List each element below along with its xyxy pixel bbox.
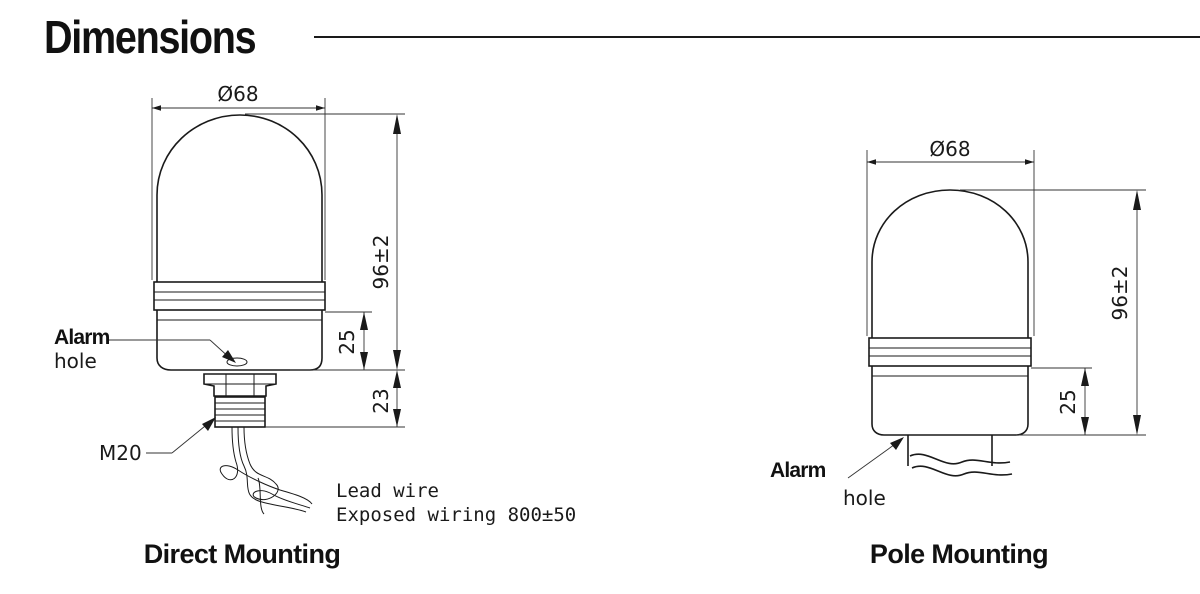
page-title: Dimensions	[44, 11, 257, 63]
direct-height-thread-label: 23	[369, 388, 393, 413]
direct-height-base-label: 25	[335, 329, 359, 354]
pole-height-total-label: 96±2	[1108, 266, 1132, 321]
pole-alarm-label: Alarm	[770, 459, 826, 482]
direct-exposed-wiring-label: Exposed wiring 800±50	[336, 504, 576, 526]
direct-mounting-view: Ø68 96±2 25 23 Alarm hole M20 Lead wire …	[54, 82, 576, 569]
pole-ring-band	[868, 337, 1032, 367]
direct-thread	[214, 396, 266, 428]
pole-hole-label: hole	[843, 486, 886, 510]
direct-alarm-label: Alarm	[54, 326, 110, 349]
direct-diameter-label: Ø68	[217, 82, 258, 106]
pole-break-line	[909, 453, 1011, 465]
pole-height-base-label: 25	[1056, 389, 1080, 414]
pole-base	[871, 366, 1029, 436]
pole-mounting-caption: Pole Mounting	[870, 539, 1048, 569]
direct-ring-band	[153, 281, 326, 311]
direct-hole-label: hole	[54, 349, 97, 373]
direct-dome	[156, 114, 323, 282]
direct-height-total-label: 96±2	[369, 235, 393, 290]
direct-thread-label: M20	[99, 441, 142, 465]
pole-diameter-label: Ø68	[929, 137, 970, 161]
pole-mounting-view: Ø68 96±2 25 Alarm hole Pole Mounting	[770, 137, 1146, 569]
title-rule	[314, 36, 1200, 38]
direct-hex-nut	[203, 373, 277, 397]
direct-lead-wire-label: Lead wire	[336, 480, 439, 502]
direct-base	[156, 310, 323, 371]
direct-alarm-hole	[226, 357, 248, 367]
direct-mounting-caption: Direct Mounting	[144, 539, 340, 569]
direct-lead-wires	[219, 426, 313, 515]
pole-dome	[871, 189, 1029, 338]
